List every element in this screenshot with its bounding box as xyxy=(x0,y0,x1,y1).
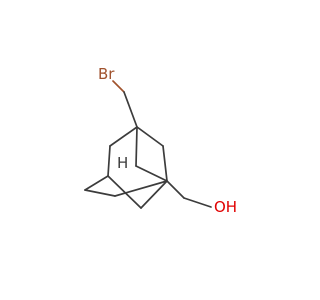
bond-c7-c1-upper xyxy=(114,180,168,197)
bond-c5-c6 xyxy=(84,175,109,191)
bond-c6-c7 xyxy=(84,189,116,197)
bond-ch2-o xyxy=(183,197,212,208)
bromine-atom-label: Br xyxy=(98,65,115,83)
bond-c1-ch2 xyxy=(166,180,185,199)
molecule-canvas: Br OH H xyxy=(84,65,238,216)
bond-ch2-c3 xyxy=(123,91,138,128)
bond-c2-c1 xyxy=(162,145,168,182)
bond-c10-c1 xyxy=(135,165,168,182)
molecule-structure: Br OH H xyxy=(84,65,237,216)
bond-c9-c1 xyxy=(140,180,168,209)
bond-c4-c5 xyxy=(107,145,111,177)
bond-c3-c2 xyxy=(136,126,164,147)
bond-br-ch2 xyxy=(112,80,125,93)
bond-c3-c4 xyxy=(109,126,138,147)
bond-c3-c10 xyxy=(135,126,138,167)
hydrogen-label: H xyxy=(117,154,128,172)
hydroxyl-label: OH xyxy=(214,198,237,216)
bond-c5-c9 xyxy=(107,175,142,209)
